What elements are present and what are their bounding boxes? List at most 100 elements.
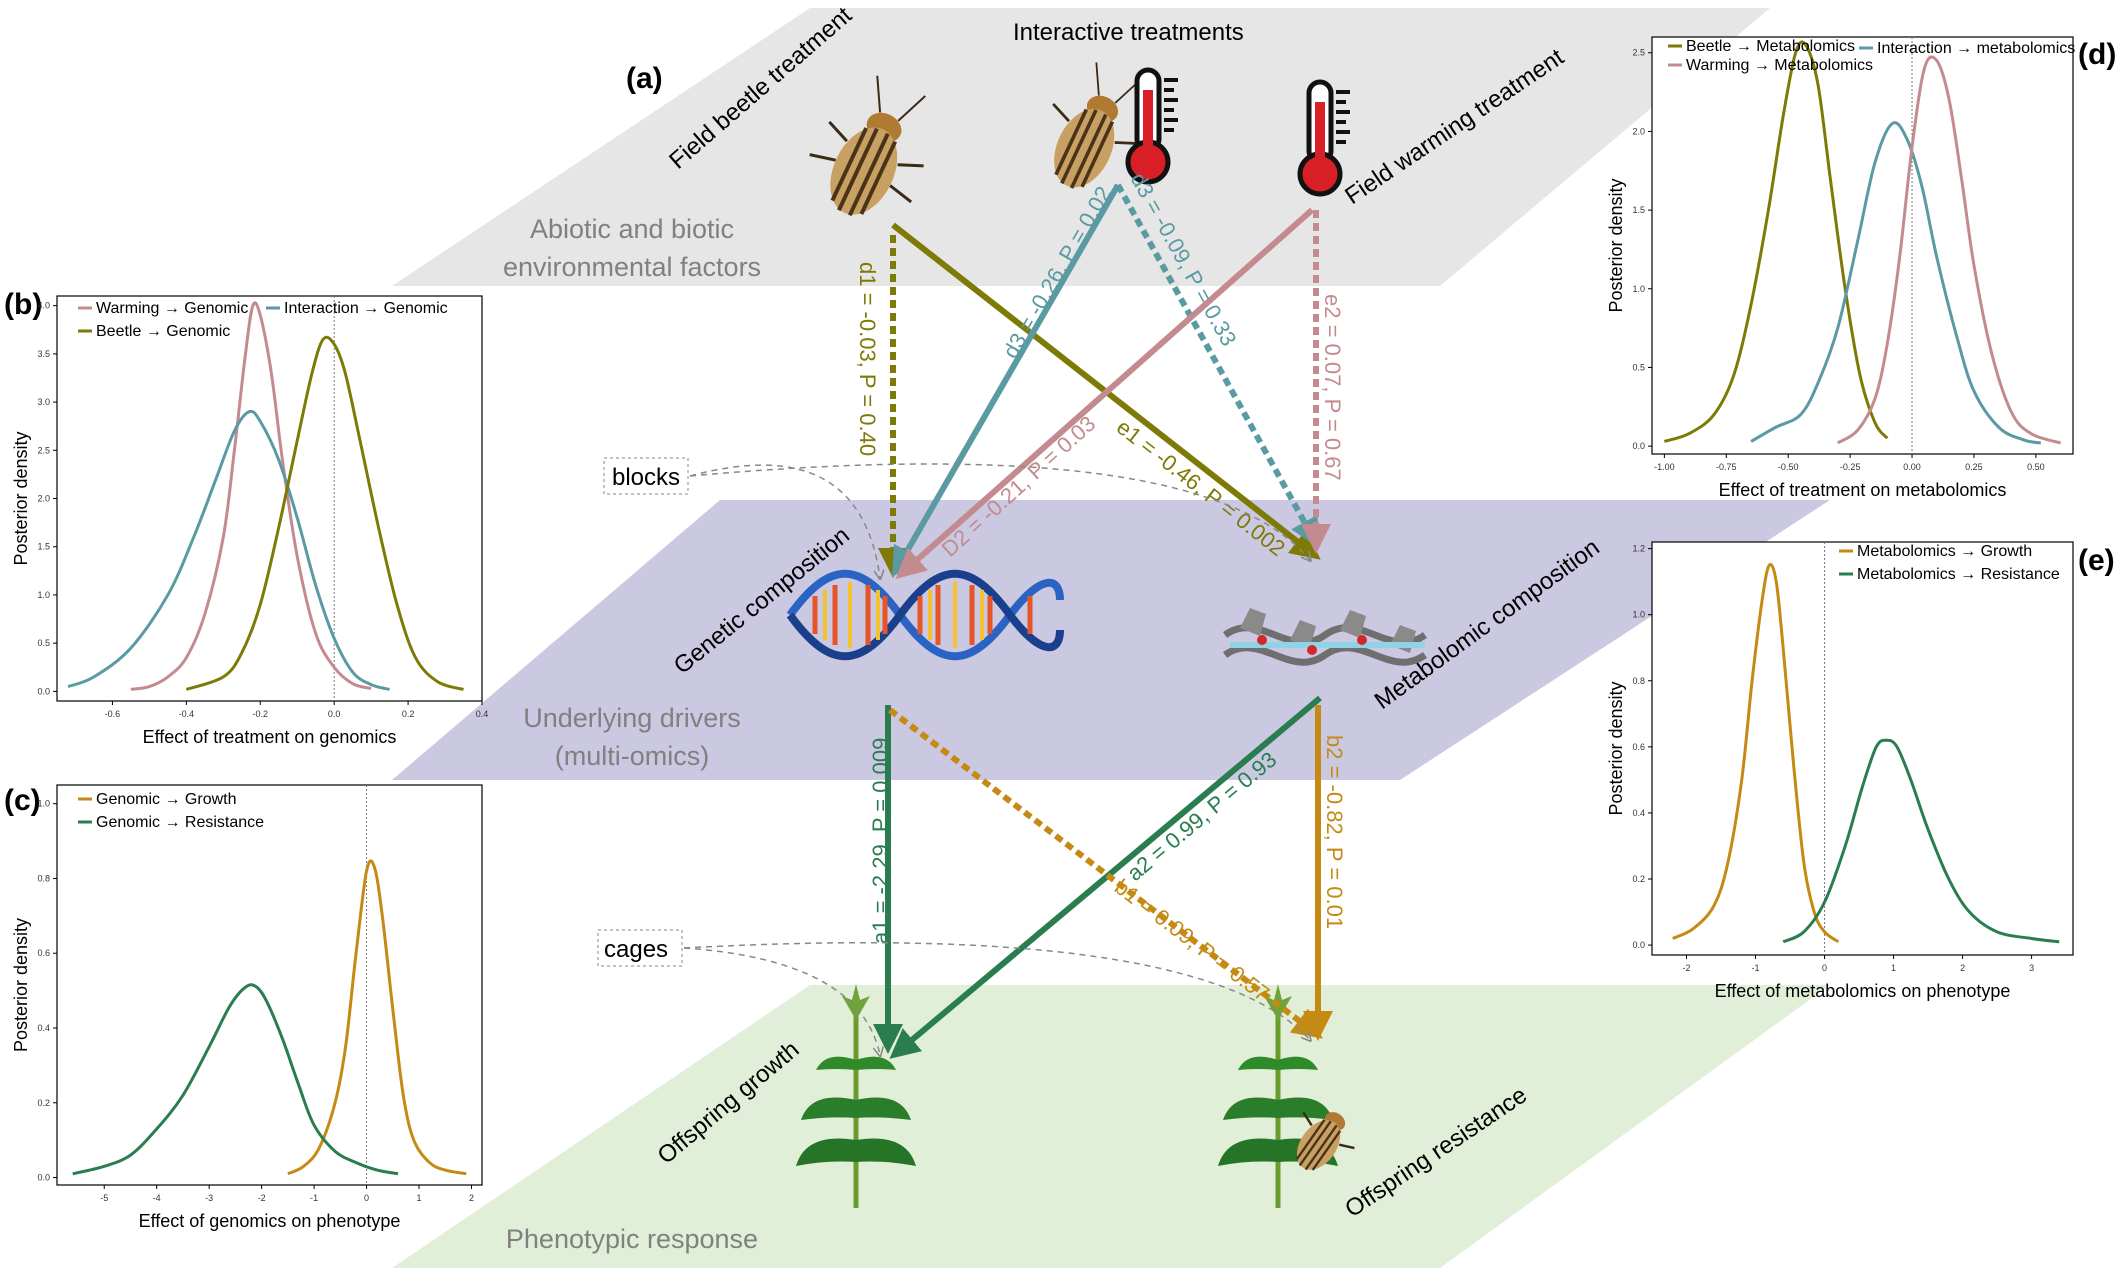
beetle-icon-interactive: [1052, 62, 1141, 189]
molecule-icon: [1222, 608, 1428, 666]
y-tick-label: 0.5: [37, 638, 50, 648]
x-tick-label: -0.75: [1716, 462, 1737, 472]
x-tick-label: 1: [417, 1193, 422, 1203]
y-tick-label: 0.6: [1632, 742, 1645, 752]
legend-label-2: Beetle → Genomic: [96, 323, 230, 340]
series-line-1: [72, 983, 399, 1176]
x-tick-label: -5: [100, 1193, 108, 1203]
dna-helix-icon: [786, 569, 1064, 661]
plant-icon-growth: [796, 984, 916, 1208]
x-tick-label: 3: [2029, 963, 2034, 973]
cages-label: cages: [604, 936, 668, 963]
path-label-d1: d1 = -0.03, P = 0.40: [855, 262, 880, 456]
thermometer-icon-interactive: [1125, 67, 1178, 185]
arrow-d3-right: [1115, 183, 1319, 549]
x-axis-label: Effect of treatment on genomics: [143, 727, 397, 747]
legend-label-1: Interaction → Genomic: [284, 300, 448, 317]
x-tick-label: 0.2: [402, 709, 415, 719]
y-tick-label: 0.5: [1632, 362, 1645, 372]
plot-frame: [56, 784, 483, 1186]
y-tick-label: 3.0: [37, 397, 50, 407]
series-line-1: [1782, 738, 2060, 944]
series-line-0: [1672, 562, 1840, 944]
series-line-2: [1836, 55, 2062, 445]
plane-label-bottom: Phenotypic response: [506, 1224, 758, 1254]
plane-label-top-1: Abiotic and biotic: [530, 214, 734, 244]
path-label-e2: e2 = 0.07, P = 0.67: [1320, 294, 1345, 481]
panel-label-e: (e): [2078, 544, 2115, 577]
x-tick-label: -0.50: [1778, 462, 1799, 472]
x-tick-label: -4: [153, 1193, 161, 1203]
x-tick-label: 0.25: [1965, 462, 1983, 472]
y-axis-label: Posterior density: [11, 918, 31, 1052]
x-tick-label: 0: [1822, 963, 1827, 973]
y-tick-label: 1.0: [1632, 284, 1645, 294]
y-tick-label: 1.0: [37, 590, 50, 600]
y-tick-label: 1.0: [37, 799, 50, 809]
x-tick-label: -2: [1683, 963, 1691, 973]
panel-label-a: (a): [626, 62, 663, 95]
beetle-icon-resistance: [1295, 1111, 1355, 1171]
x-tick-label: -1: [1752, 963, 1760, 973]
cages-link-resistance: [683, 941, 1310, 1040]
legend-label-0: Metabolomics → Growth: [1857, 543, 2032, 560]
x-tick-label: 2: [1960, 963, 1965, 973]
x-tick-label: 2: [469, 1193, 474, 1203]
y-tick-label: 2.5: [1632, 48, 1645, 58]
blocks-label-box: [603, 457, 689, 495]
x-tick-label: -0.2: [253, 709, 269, 719]
plane-label-mid-2: (multi-omics): [555, 741, 710, 771]
plane-multiomics: [392, 500, 1830, 780]
x-tick-label: 0.4: [476, 709, 489, 719]
y-tick-label: 1.2: [1632, 544, 1645, 554]
cages-label-box: [597, 929, 683, 967]
panel-label-d: (d): [2078, 38, 2116, 71]
plane-phenotype: [392, 985, 1830, 1268]
legend-label-1: Metabolomics → Resistance: [1857, 566, 2060, 583]
x-tick-label: 0.0: [328, 709, 341, 719]
x-tick-label: -0.25: [1840, 462, 1861, 472]
y-tick-label: 0.2: [37, 1098, 50, 1108]
legend-label-0: Beetle → Metabolomics: [1686, 38, 1855, 55]
series-line-2: [185, 335, 464, 691]
x-axis-label: Effect of genomics on phenotype: [139, 1211, 401, 1231]
y-tick-label: 2.0: [1632, 126, 1645, 136]
x-tick-label: -1.00: [1654, 462, 1675, 472]
arrow-d3-left: [892, 183, 1121, 578]
series-line-1: [1750, 121, 2042, 445]
y-tick-label: 1.5: [1632, 205, 1645, 215]
path-label-b2: b2 = -0.82, P = 0.01: [1322, 735, 1347, 929]
x-tick-label: 0.00: [1903, 462, 1921, 472]
series-line-0: [1663, 40, 1889, 443]
path-label-a1: a1 = -2.29, P = 0.009: [868, 738, 893, 944]
y-axis-label: Posterior density: [1606, 178, 1626, 312]
plane-label-mid-1: Underlying drivers: [523, 703, 741, 733]
y-axis-label: Posterior density: [11, 431, 31, 565]
blocks-link-metabolomic: [689, 463, 1310, 560]
x-tick-label: 0.50: [2027, 462, 2045, 472]
y-tick-label: 0.2: [1632, 874, 1645, 884]
legend-label-2: Warming → Metabolomics: [1686, 57, 1873, 74]
y-tick-label: 0.0: [37, 1173, 50, 1183]
panel-label-c: (c): [4, 784, 41, 817]
x-tick-label: 1: [1891, 963, 1896, 973]
legend-label-0: Warming → Genomic: [96, 300, 248, 317]
y-tick-label: 2.0: [37, 494, 50, 504]
series-line-1: [67, 409, 390, 691]
x-tick-label: -3: [205, 1193, 213, 1203]
y-axis-label: Posterior density: [1606, 681, 1626, 815]
x-axis-label: Effect of treatment on metabolomics: [1719, 480, 2007, 500]
y-tick-label: 0.4: [1632, 808, 1645, 818]
legend-label-1: Interaction → metabolomics: [1877, 40, 2075, 57]
blocks-label: blocks: [612, 464, 680, 491]
arrow-D2: [895, 207, 1314, 579]
x-tick-label: -0.4: [179, 709, 195, 719]
label-interactive-treatments: Interactive treatments: [1013, 19, 1244, 46]
series-line-0: [130, 301, 372, 691]
x-tick-label: -1: [310, 1193, 318, 1203]
x-tick-label: 0: [364, 1193, 369, 1203]
thermometer-icon-warming: [1297, 79, 1350, 197]
